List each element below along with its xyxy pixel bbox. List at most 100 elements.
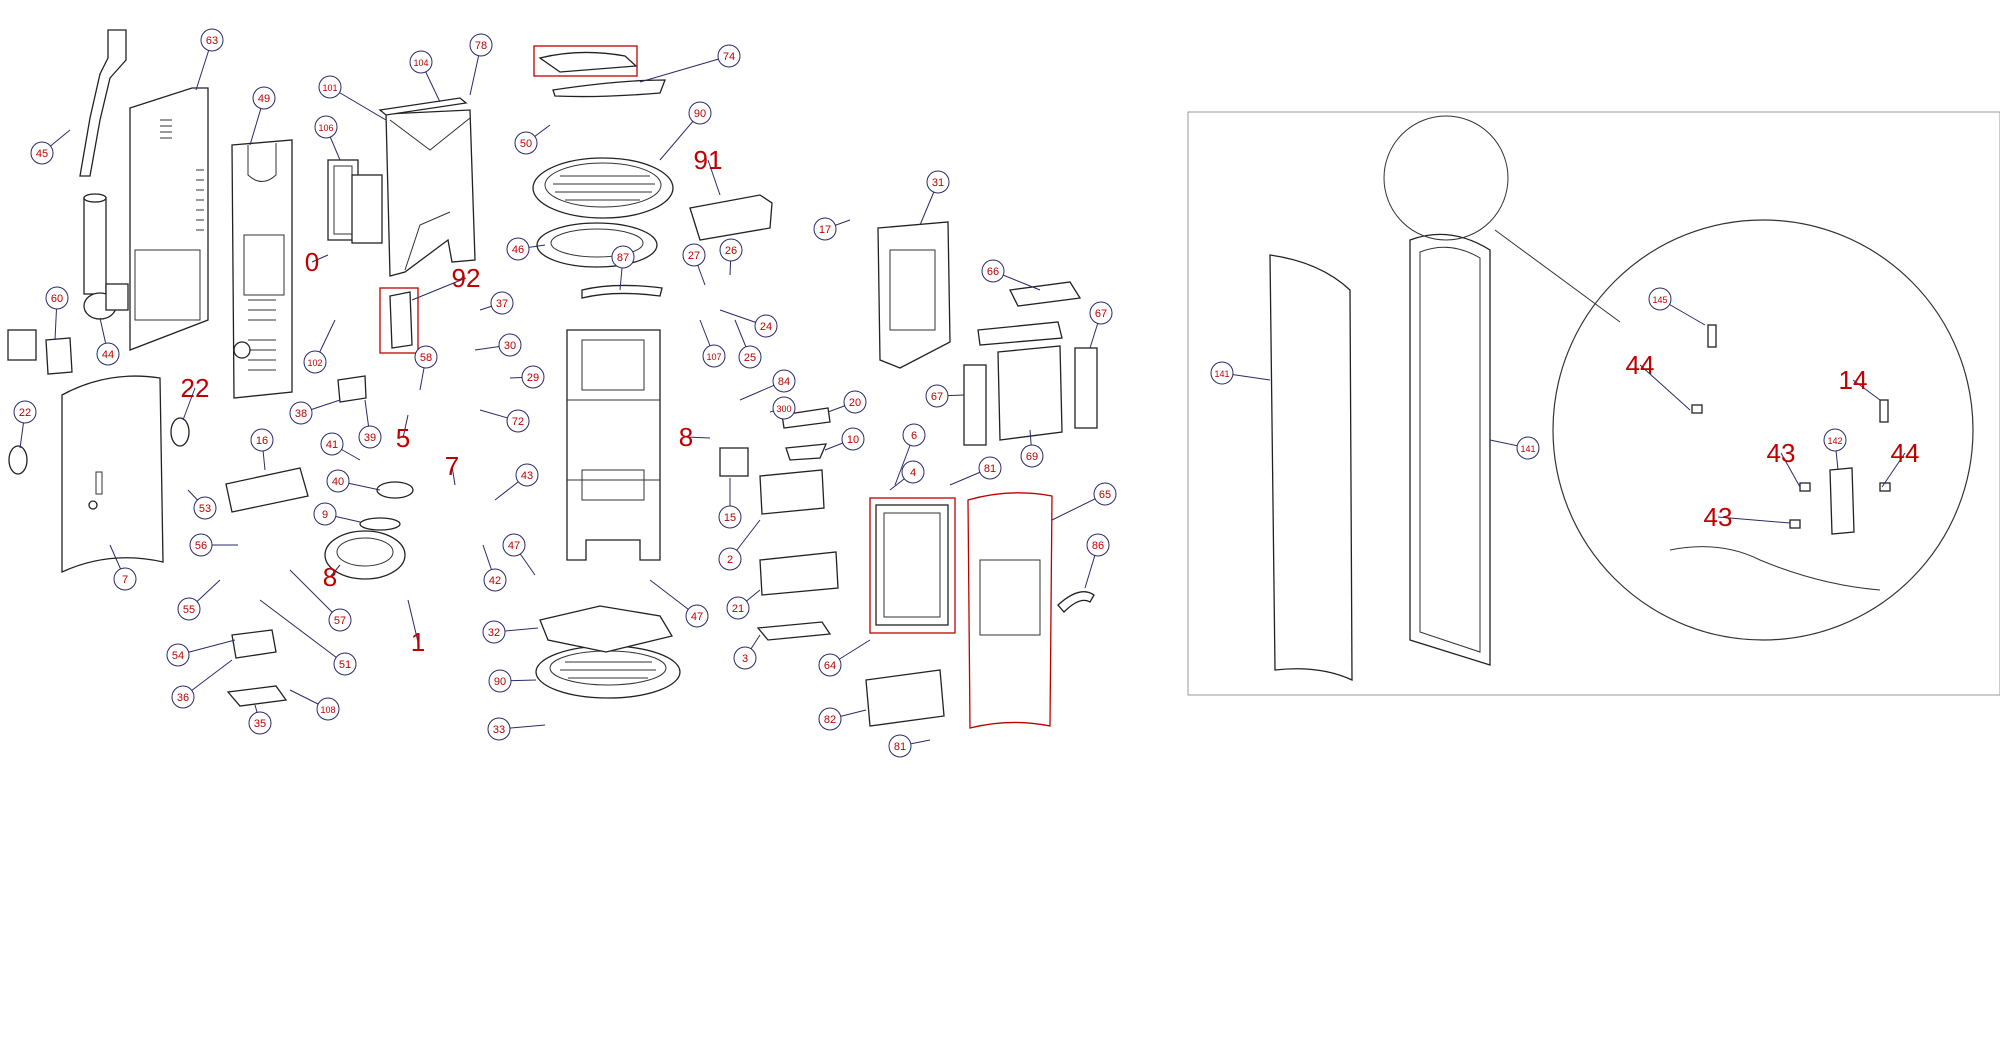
support-ring: [536, 222, 658, 268]
callout-24: 24: [719, 309, 778, 338]
callout-label: 102: [307, 358, 322, 368]
main-exploded-view: [7, 29, 1098, 729]
callout-circle: [718, 505, 742, 529]
callout-circle: [177, 597, 201, 621]
callout-35: 35: [248, 704, 272, 735]
callout-label: 36: [177, 692, 189, 704]
callout-circle: [333, 652, 357, 676]
callout-label: 14: [1839, 365, 1868, 395]
callout-8: 8: [679, 422, 711, 452]
round-grate-bottom: [535, 645, 681, 699]
callout-145: 145: [1648, 287, 1706, 326]
auger-motor: [389, 291, 413, 349]
callout-circle: [469, 33, 493, 57]
left-side-shell: [61, 375, 164, 574]
callout-circle: [250, 428, 274, 452]
callout-circle: [193, 496, 217, 520]
brazier-tray: [539, 605, 674, 653]
callout-label: 69: [1026, 451, 1038, 463]
callout-circle: [726, 596, 750, 620]
panel-66: [1009, 281, 1082, 307]
callout-label: 45: [36, 148, 48, 160]
door-handle: [1057, 591, 1095, 613]
leader-line: [685, 436, 711, 439]
front-door: [967, 492, 1053, 729]
leader-line: [1780, 452, 1801, 488]
callout-circle: [772, 369, 796, 393]
callout-30: 30: [474, 333, 522, 357]
bracket-20: [781, 407, 831, 429]
callout-circle: [171, 685, 195, 709]
callout-26: 26: [719, 238, 743, 276]
callout-label: 8: [679, 422, 693, 452]
callout-92: 92: [411, 263, 480, 301]
callout-56: 56: [189, 533, 238, 557]
callout-label: 47: [508, 540, 520, 552]
callout-15: 15: [718, 478, 742, 529]
callout-circle: [252, 86, 276, 110]
callout-label: 1: [411, 627, 425, 657]
callout-0: 0: [305, 247, 329, 277]
door-glass: [875, 504, 949, 626]
central-frame: [566, 329, 661, 561]
callout-86: 86: [1084, 533, 1110, 589]
callout-74: 74: [639, 44, 741, 83]
callout-circle: [30, 141, 54, 165]
callout-label: 7: [122, 574, 128, 586]
callout-45: 45: [30, 129, 71, 165]
callout-7: 7: [109, 544, 137, 591]
leader-line: [182, 387, 196, 421]
callout-36: 36: [171, 659, 233, 709]
callout-label: 2: [727, 554, 733, 566]
callout-circle: [1020, 444, 1044, 468]
callout-label: 38: [295, 408, 307, 420]
callout-39: 39: [358, 399, 382, 449]
callout-108: 108: [289, 689, 340, 721]
callout-label: 142: [1827, 436, 1842, 446]
callout-circle: [414, 345, 438, 369]
callout-27: 27: [682, 243, 706, 286]
callout-78: 78: [469, 33, 493, 96]
callout-circle: [113, 567, 137, 591]
callout-circle: [326, 469, 350, 493]
callout-101: 101: [318, 75, 387, 121]
cover-10: [785, 443, 828, 461]
callout-circle: [682, 243, 706, 267]
panel-67-right: [1074, 347, 1098, 429]
callout-circle: [316, 697, 340, 721]
panel-69: [997, 345, 1063, 441]
callout-141: 141: [1210, 361, 1271, 385]
curved-bracket: [581, 284, 663, 299]
callout-43: 43: [1704, 502, 1791, 532]
callout-label: 6: [911, 430, 917, 442]
callout-circle: [166, 643, 190, 667]
callout-64: 64: [818, 639, 871, 677]
callout-141: 141: [1489, 436, 1540, 460]
callout-84: 84: [739, 369, 796, 401]
callout-label: 57: [334, 615, 346, 627]
curved-side-shell: [1269, 254, 1353, 682]
motor-bracket: [231, 629, 277, 659]
callout-90: 90: [659, 101, 712, 161]
callout-label: 49: [258, 93, 270, 105]
callout-circle: [1093, 482, 1117, 506]
callout-label: 0: [305, 247, 319, 277]
callout-label: 10: [847, 434, 859, 446]
callout-label: 5: [396, 423, 410, 453]
callout-label: 141: [1214, 369, 1229, 379]
callout-circle: [409, 50, 433, 74]
callout-label: 104: [413, 58, 428, 68]
callout-circle: [611, 245, 635, 269]
callout-circle: [189, 533, 213, 557]
callout-label: 81: [984, 463, 996, 475]
callout-label: 60: [51, 293, 63, 305]
side-frame: [1409, 233, 1491, 666]
callout-label: 16: [256, 435, 268, 447]
callout-47: 47: [649, 579, 709, 628]
leader-line: [639, 55, 730, 83]
callout-20: 20: [827, 390, 867, 414]
callout-5: 5: [396, 414, 410, 453]
callout-label: 43: [1767, 438, 1796, 468]
callout-label: 44: [1626, 350, 1655, 380]
callout-46: 46: [506, 237, 546, 261]
